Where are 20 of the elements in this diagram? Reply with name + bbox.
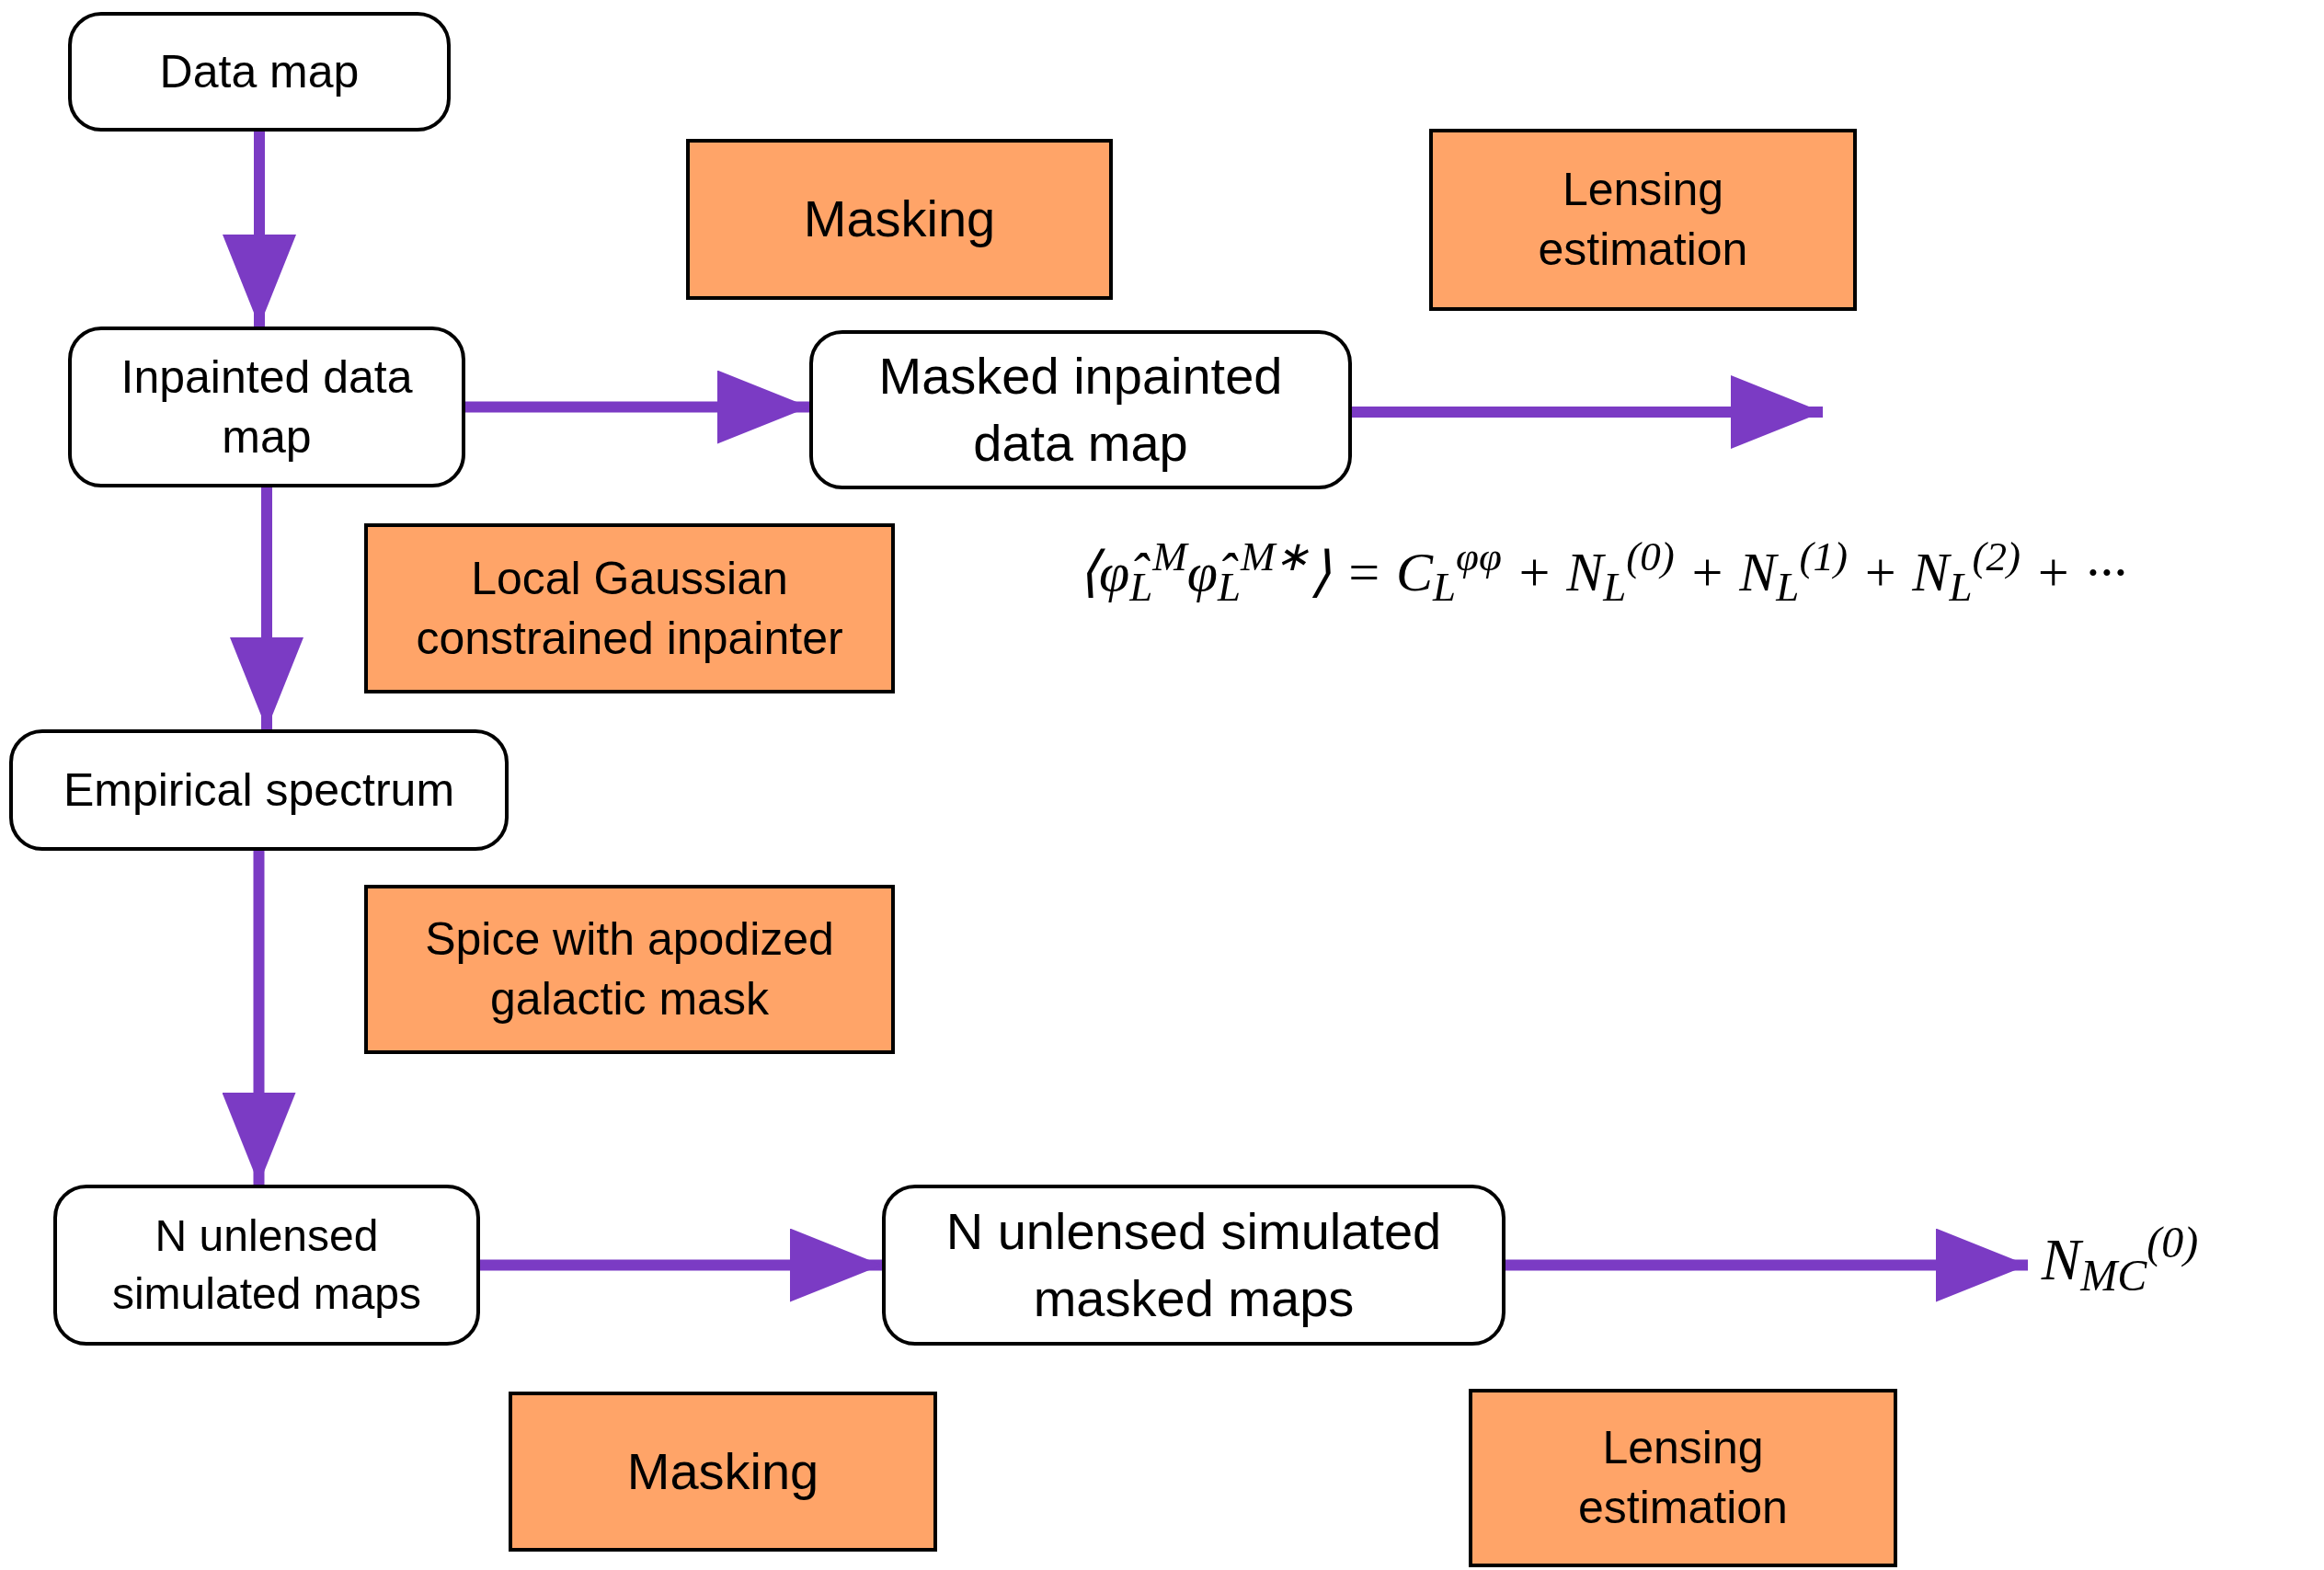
- arrow: [230, 487, 303, 729]
- method-box: Lensing estimation: [1469, 1389, 1897, 1567]
- arrow: [465, 370, 809, 444]
- arrow: [1352, 375, 1823, 449]
- arrow: [480, 1228, 882, 1302]
- arrow: [1505, 1228, 2028, 1302]
- method-box: Masking: [509, 1392, 937, 1552]
- formula: ⟨φ̂$_{L}$$^{M}$φ̂$_{L}$$^{M∗}$⟩ = C$_{L}$$^{φφ}$ + N$_{L}$$^{(0)}$ + N$_{L}$$^{(1)}$ + N$_{L}$$^{(2)}$ + ···: [1078, 533, 2127, 611]
- process-box: Masked inpainted data map: [809, 330, 1352, 489]
- method-box: Masking: [686, 139, 1113, 300]
- arrow: [223, 132, 296, 327]
- process-box: Inpainted data map: [68, 327, 465, 487]
- method-box: Lensing estimation: [1429, 129, 1857, 311]
- method-box: Local Gaussian constrained inpainter: [364, 523, 895, 693]
- method-box: Spice with apodized galactic mask: [364, 885, 895, 1054]
- process-box: Empirical spectrum: [9, 729, 509, 851]
- process-box: N unlensed simulated maps: [53, 1185, 480, 1346]
- process-box: Data map: [68, 12, 451, 132]
- process-box: N unlensed simulated masked maps: [882, 1185, 1505, 1346]
- arrow: [222, 851, 296, 1185]
